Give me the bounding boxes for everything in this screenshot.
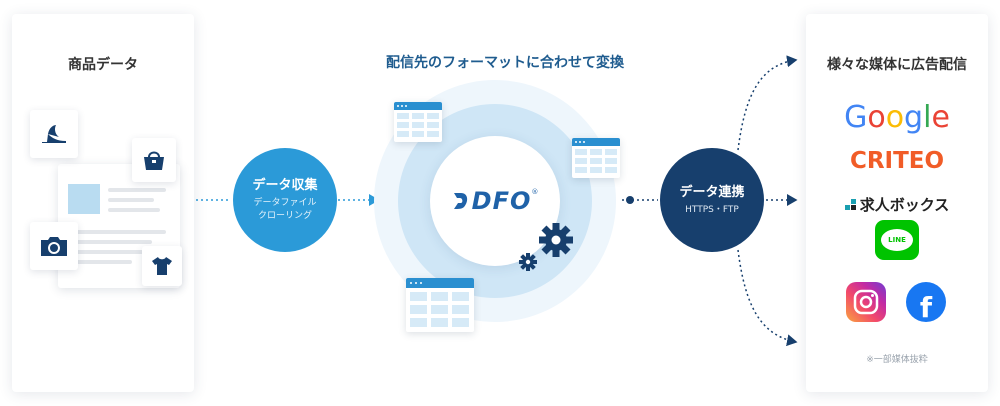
heel-shoe-icon	[42, 125, 66, 143]
dfo-mark-icon	[453, 193, 467, 209]
line-logo-label: LINE	[881, 229, 913, 251]
camera-tile	[30, 222, 78, 270]
tshirt-icon	[152, 257, 172, 275]
document-image-placeholder	[68, 184, 100, 214]
document-line	[72, 250, 162, 254]
kyujin-box-logo: 求人ボックス	[806, 194, 988, 215]
product-data-title: 商品データ	[68, 57, 138, 73]
facebook-logo-glyph: f	[919, 290, 933, 323]
document-line	[108, 208, 160, 212]
google-logo-letter: g	[904, 100, 924, 135]
center-title: 配信先のフォーマットに合わせて変換	[386, 55, 624, 71]
document-line	[72, 240, 152, 244]
gear-small-icon	[519, 253, 537, 271]
data-link-title: データ連携	[679, 184, 745, 200]
connector-mid-dot	[626, 196, 634, 204]
dfo-ring-inner	[430, 136, 560, 266]
line-logo: LINE	[875, 220, 919, 260]
kyujin-box-label: 求人ボックス	[859, 196, 950, 214]
camera-icon	[41, 237, 67, 256]
data-collection-title: データ収集	[252, 178, 318, 193]
tshirt-tile	[142, 246, 182, 286]
media-footnote: ※一部媒体抜粋	[866, 355, 928, 365]
connector-branch-down	[737, 249, 798, 347]
table-icon	[406, 278, 474, 332]
ad-media-title: 様々な媒体に広告配信	[827, 57, 967, 73]
gear-icon	[539, 223, 573, 257]
document-line	[108, 188, 166, 192]
instagram-icon	[846, 282, 886, 322]
data-collection-node: データ収集 データファイル クローリング	[233, 148, 337, 252]
dfo-registered-mark: ®	[531, 188, 539, 196]
google-logo-letter: l	[923, 100, 932, 135]
product-data-panel: 商品データ	[12, 14, 194, 392]
google-logo-letter: o	[885, 100, 905, 135]
handbag-icon	[144, 151, 164, 170]
google-logo-letter: o	[867, 100, 886, 135]
data-link-node: データ連携 HTTPS・FTP	[660, 148, 764, 252]
table-icon	[394, 102, 442, 142]
table-icon	[572, 138, 620, 178]
ad-media-panel: 様々な媒体に広告配信 Google CRITEO 求人ボックス LINE f ※…	[806, 14, 988, 392]
connector-branch-up	[737, 55, 798, 151]
heel-shoe-tile	[30, 110, 78, 158]
facebook-icon: f	[906, 282, 946, 322]
google-logo-letter: e	[931, 100, 950, 135]
document-line	[72, 260, 132, 264]
data-collection-sub-file: データファイル	[253, 198, 317, 208]
google-logo: Google	[806, 100, 988, 135]
dfo-logo-text: DFO	[471, 187, 532, 215]
handbag-tile	[132, 138, 176, 182]
google-logo-letter: G	[844, 100, 868, 135]
document-line	[108, 198, 154, 202]
dfo-logo: DFO ®	[438, 184, 552, 218]
data-link-protocols: HTTPS・FTP	[685, 204, 739, 215]
kyujin-box-mark-icon	[844, 197, 857, 215]
document-line	[72, 230, 166, 234]
criteo-logo: CRITEO	[849, 148, 945, 174]
data-collection-sub-crawl: クローリング	[257, 211, 312, 221]
